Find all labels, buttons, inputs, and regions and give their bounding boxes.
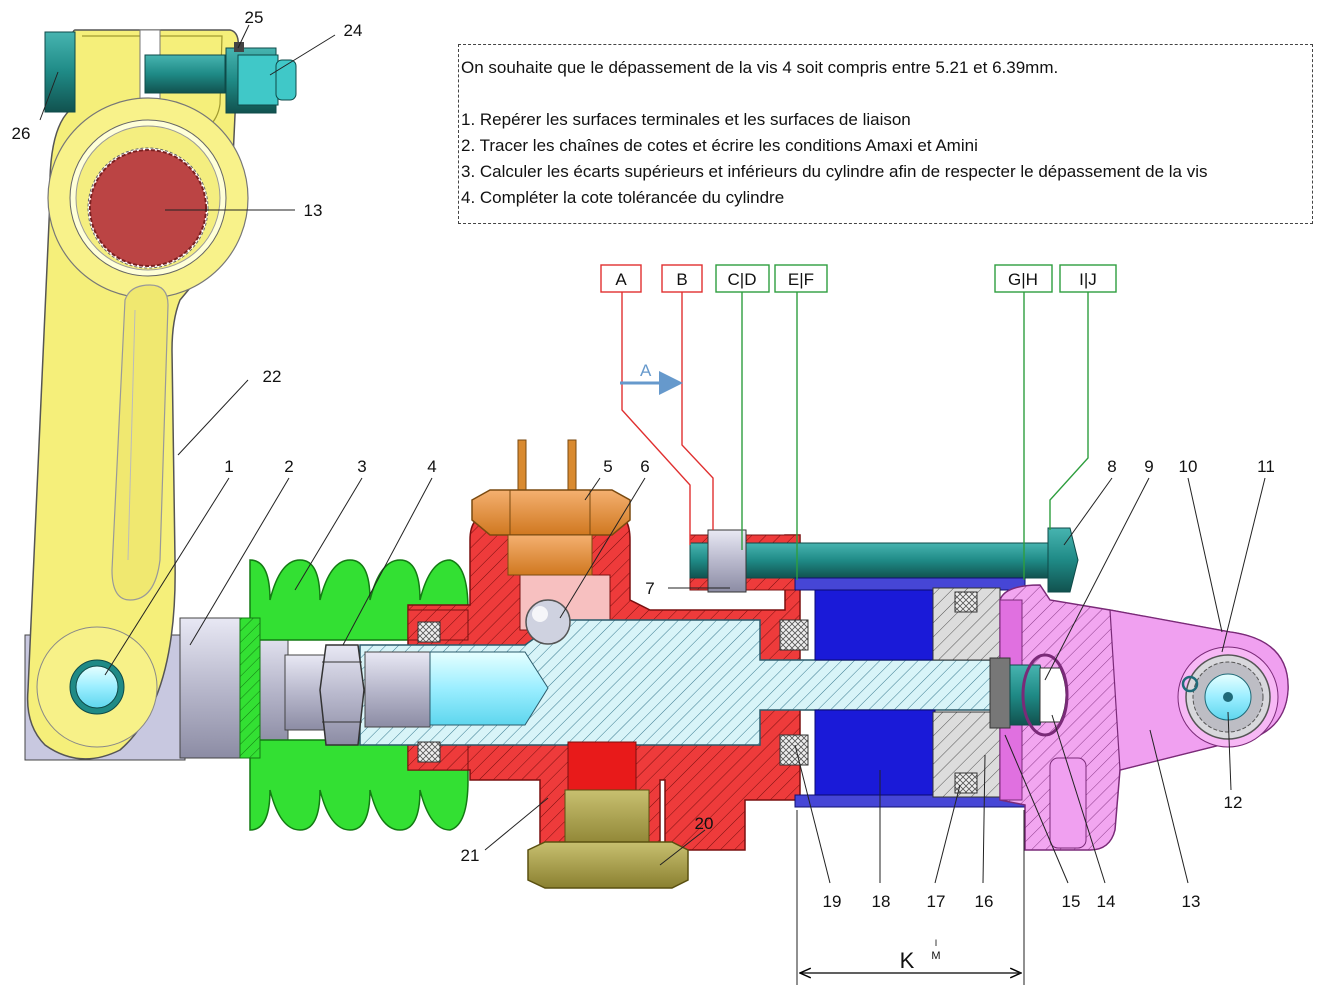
part-label-1: 1 <box>224 457 233 476</box>
part-label-21: 21 <box>461 846 480 865</box>
seal-left-top <box>417 621 441 643</box>
instruction-step-2: 2. Tracer les chaînes de cotes et écrire… <box>461 136 978 155</box>
pin-1 <box>69 659 125 715</box>
tie-rod-8 <box>689 527 1079 593</box>
dimension-k-sub: M <box>931 950 940 962</box>
splined-shaft-13 <box>87 147 209 269</box>
instruction-step-4: 4. Compléter la cote tolérancée du cylin… <box>461 188 785 207</box>
surface-label-ij: I|J <box>1079 270 1097 289</box>
part-label-2: 2 <box>284 457 293 476</box>
part-label-12: 12 <box>1224 793 1243 812</box>
leader-lines <box>39 24 1266 884</box>
instructions-box: On souhaite que le dépassement de la vis… <box>458 44 1313 224</box>
seal-19 <box>779 734 809 766</box>
part-label-14: 14 <box>1097 892 1116 911</box>
part-label-3: 3 <box>357 457 366 476</box>
part-label-17: 17 <box>927 892 946 911</box>
part-label-19: 19 <box>823 892 842 911</box>
part-label-16: 16 <box>975 892 994 911</box>
part-label-13: 13 <box>1182 892 1201 911</box>
part-label-9: 9 <box>1144 457 1153 476</box>
part-label-24: 24 <box>344 21 363 40</box>
part-label-20: 20 <box>695 814 714 833</box>
part-label-8: 8 <box>1107 457 1116 476</box>
part-label-15: 15 <box>1062 892 1081 911</box>
part-label-10: 10 <box>1179 457 1198 476</box>
view-arrow-a: A <box>620 361 683 395</box>
fitting-5 <box>471 439 631 576</box>
part-label-6: 6 <box>640 457 649 476</box>
surface-label-gh: G|H <box>1008 270 1038 289</box>
surface-label-cd: C|D <box>728 270 757 289</box>
dimension-k-sup: I <box>935 938 938 948</box>
instruction-step-3: 3. Calculer les écarts supérieurs et inf… <box>461 162 1208 181</box>
screw-4 <box>284 651 549 731</box>
view-arrow-label: A <box>640 361 652 380</box>
part-label-13-lever: 13 <box>304 201 323 220</box>
part-label-18: 18 <box>872 892 891 911</box>
piston-head-16 <box>932 587 1001 798</box>
clamp-bolt-24 <box>44 31 297 114</box>
part-label-11: 11 <box>1257 457 1275 476</box>
surface-label-boxes: A B C|D E|F G|H I|J <box>600 264 1117 293</box>
surface-lines <box>621 292 1089 580</box>
nut-14 <box>989 653 1069 737</box>
surface-label-a: A <box>615 270 627 289</box>
part-number-labels: 1 2 3 4 5 6 7 8 9 10 11 12 13 14 15 16 1… <box>12 8 1275 911</box>
surface-label-b: B <box>676 270 687 289</box>
instructions-intro: On souhaite que le dépassement de la vis… <box>461 58 1059 77</box>
instruction-step-1: 1. Repérer les surfaces terminales et le… <box>461 110 911 129</box>
nut-4 <box>319 644 365 746</box>
seal-17 <box>954 772 978 794</box>
part-label-5: 5 <box>603 457 612 476</box>
part-label-26: 26 <box>12 124 31 143</box>
part-label-4: 4 <box>427 457 436 476</box>
seal-left-bottom <box>417 741 441 763</box>
part-label-7: 7 <box>645 579 654 598</box>
seal-19-top <box>779 619 809 651</box>
pin-12 <box>1177 646 1279 748</box>
dimension-k-label: K <box>900 948 915 973</box>
part-label-22: 22 <box>263 367 282 386</box>
piston-18 <box>814 589 936 796</box>
surface-label-ef: E|F <box>788 270 814 289</box>
dimension-k: K I M <box>796 810 1025 985</box>
part-label-25: 25 <box>245 8 264 27</box>
plug-20 <box>527 741 689 889</box>
ball-6 <box>525 599 571 645</box>
